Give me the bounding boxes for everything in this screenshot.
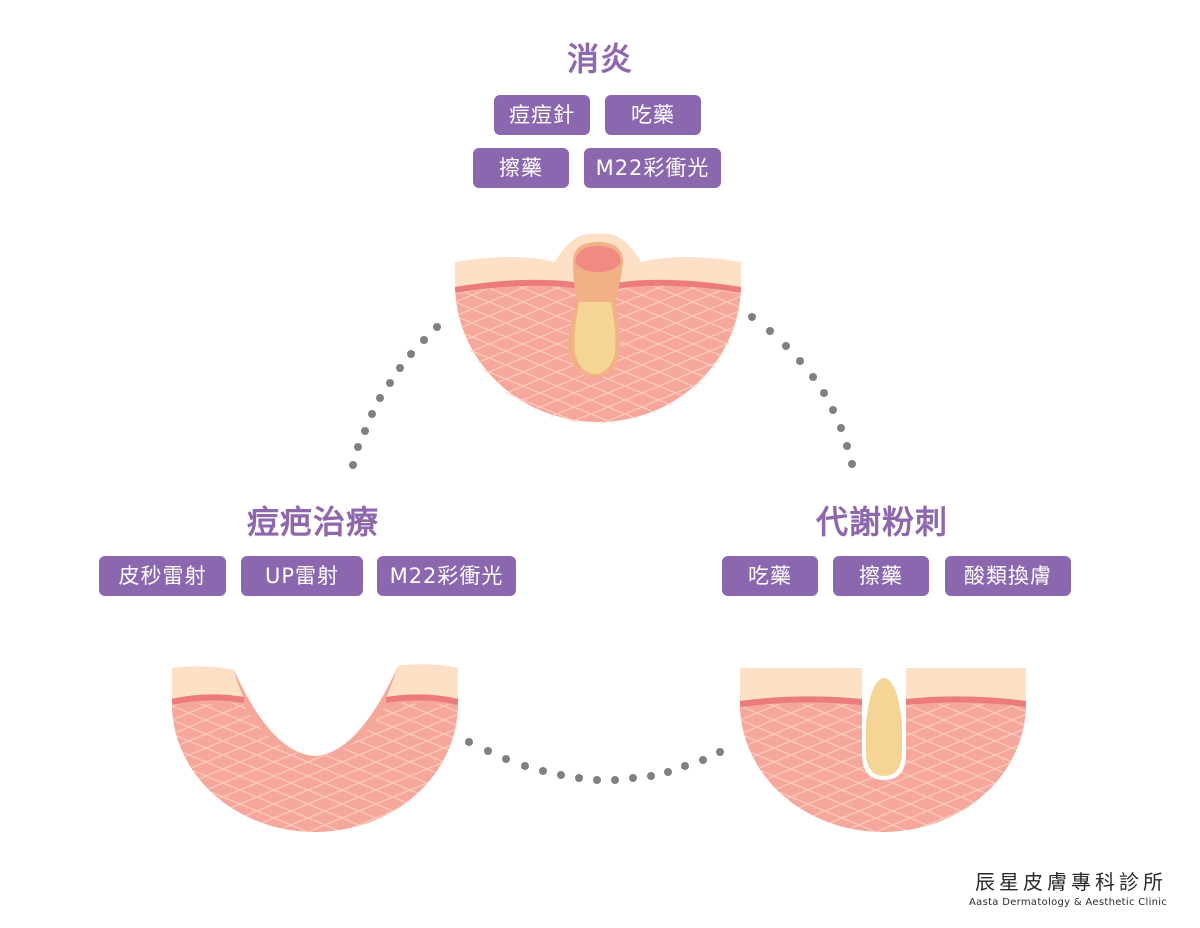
connector-dot [611, 775, 620, 784]
tag-acid-peel: 酸類換膚 [945, 556, 1071, 596]
connector-dot [575, 774, 584, 783]
epidermis-left-comedone [740, 668, 862, 702]
connector-dot [716, 748, 724, 756]
connector-dot [396, 364, 405, 373]
tag-topical-medicine: 擦藥 [473, 148, 569, 188]
connector-dot [360, 426, 369, 435]
connector-dot [419, 336, 428, 345]
tag-oral-medicine: 吃藥 [605, 95, 701, 135]
clinic-name-chinese: 辰星皮膚專科診所 [975, 870, 1167, 894]
connector-dot [433, 323, 441, 331]
connector-dot [781, 342, 790, 351]
tag-acne-injection: 痘痘針 [494, 95, 590, 135]
connector-dot [837, 423, 846, 432]
connector-dot [848, 460, 856, 468]
connector-dot [557, 771, 566, 780]
connector-dot [354, 443, 363, 452]
comedone-illustration [740, 668, 1026, 832]
connector-dot [538, 767, 547, 776]
epidermis-left [172, 666, 244, 700]
title-anti-inflammation: 消炎 [566, 40, 634, 78]
connector-dot [796, 357, 804, 366]
connector-dot [368, 410, 377, 419]
connector-dot [407, 349, 416, 358]
connector-dot [349, 461, 357, 469]
connector-dot [465, 738, 473, 746]
tag-m22-ipl: M22彩衝光 [584, 148, 721, 188]
connector-dot [385, 378, 394, 387]
connector-dot [593, 775, 602, 784]
title-blackhead-metabolism: 代謝粉刺 [815, 503, 949, 541]
connector-dot [819, 389, 828, 398]
connector-dot [748, 313, 756, 321]
connector-dot [664, 767, 673, 776]
inflamed-pimple-illustration [455, 233, 741, 424]
connector-dot [808, 373, 817, 382]
connector-dot [698, 755, 707, 764]
connector-dot [646, 771, 655, 780]
tag-m22-ipl-scar: M22彩衝光 [377, 556, 516, 596]
epidermis-right-comedone [906, 668, 1026, 702]
inflamed-tip [575, 246, 621, 272]
title-scar-treatment: 痘疤治療 [246, 503, 380, 541]
connector-dot [681, 762, 690, 771]
tag-up-laser: UP雷射 [241, 556, 363, 596]
clinic-name-english: Aasta Dermatology & Aesthetic Clinic [969, 897, 1168, 908]
connector-dot [502, 755, 511, 764]
connector-dot [376, 394, 385, 403]
comedone-plug [866, 678, 902, 776]
pus-core [574, 302, 616, 374]
connector-dot [829, 406, 838, 415]
connector-dot [628, 774, 637, 783]
tag-topical-medicine-right: 擦藥 [833, 556, 929, 596]
connector-dot [483, 747, 492, 756]
tag-oral-medicine-right: 吃藥 [722, 556, 818, 596]
connector-dot [843, 441, 852, 450]
clinic-logo: 辰星皮膚專科診所 Aasta Dermatology & Aesthetic C… [969, 866, 1185, 908]
tag-picosecond-laser: 皮秒雷射 [99, 556, 226, 596]
epidermis-right [386, 664, 458, 700]
connector-dot [765, 327, 774, 336]
acne-scar-illustration [172, 664, 458, 832]
connector-dot [520, 762, 529, 771]
